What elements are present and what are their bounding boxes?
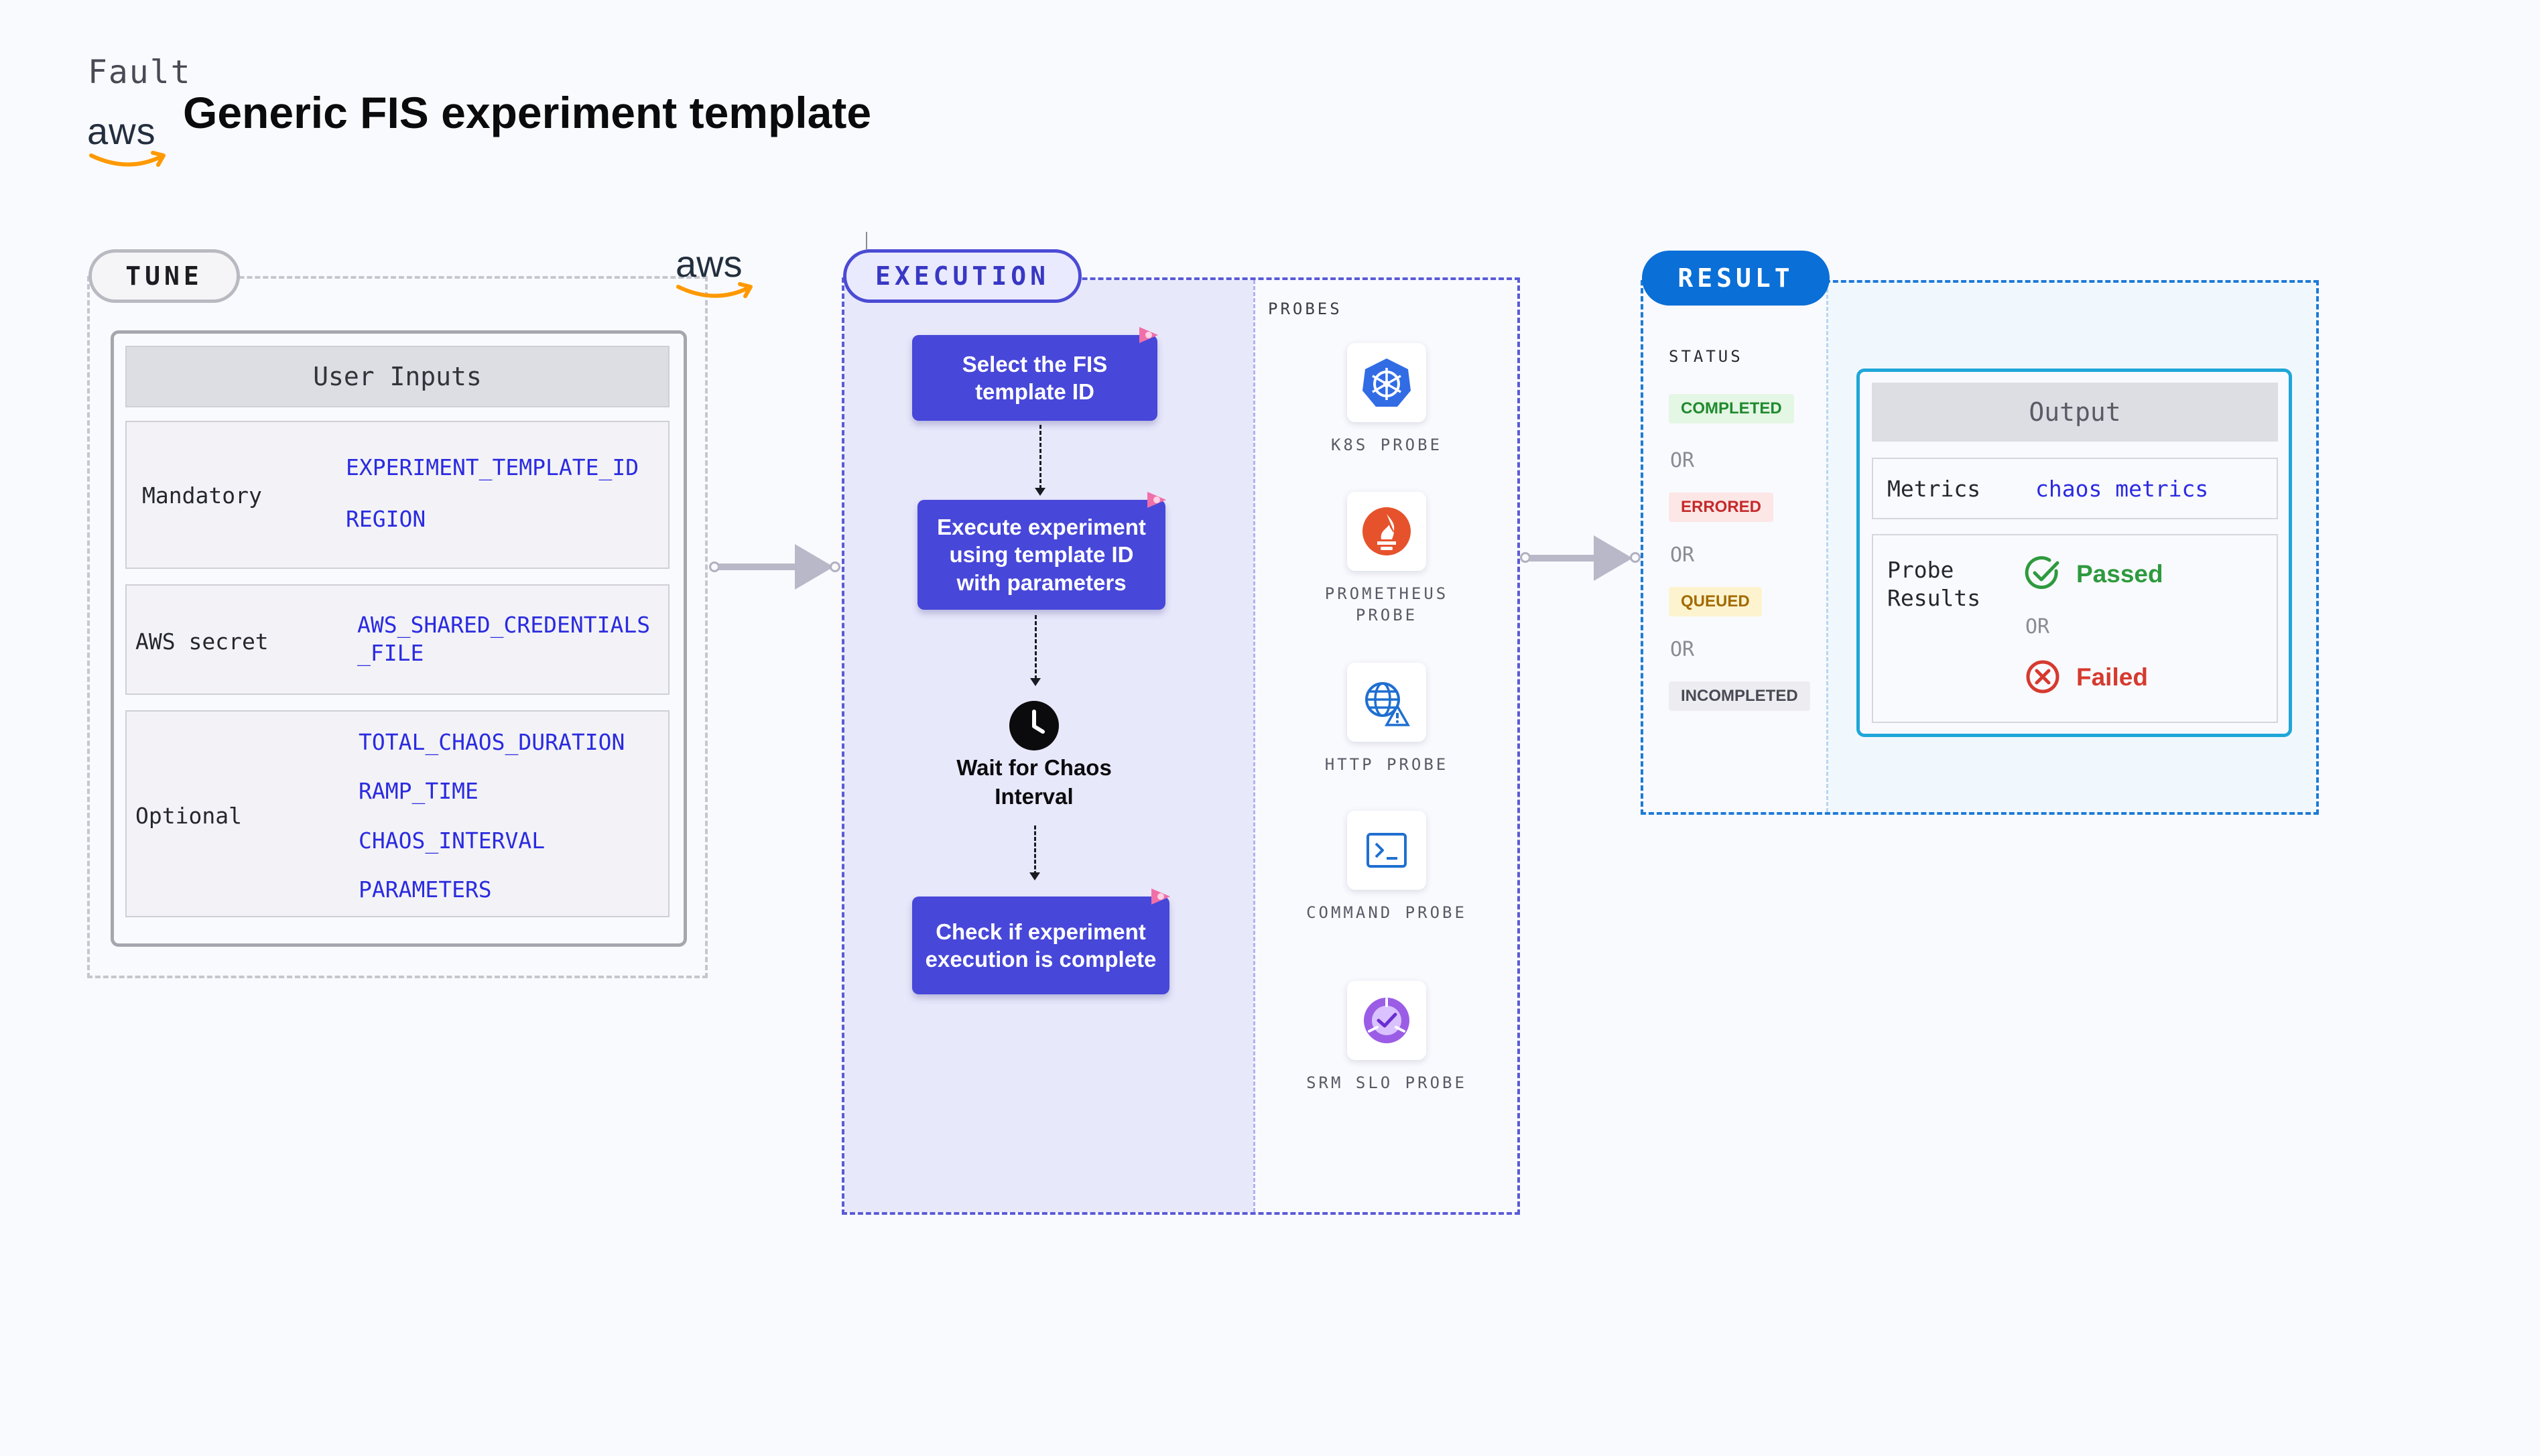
- param-aws-shared-credentials: AWS_SHARED_CREDENTIALS: [357, 612, 651, 638]
- probe-label-k8s: K8S PROBE: [1330, 436, 1443, 454]
- flow-arrowhead: [1030, 678, 1041, 686]
- execution-steps-area: [844, 280, 1253, 1212]
- slo-icon: [1347, 981, 1426, 1060]
- kubernetes-icon: [1347, 343, 1426, 422]
- chaos-badge-icon: [1151, 888, 1170, 905]
- status-badge-errored: ERRORED: [1669, 492, 1774, 522]
- connector-arrowhead: [795, 544, 834, 590]
- optional-label: Optional: [135, 803, 242, 829]
- param-ramp-time: RAMP_TIME: [359, 778, 479, 804]
- param-total-chaos-duration: TOTAL_CHAOS_DURATION: [359, 729, 625, 755]
- step-select-template: Select the FIS template ID: [912, 335, 1157, 421]
- connector-arrowhead: [1594, 535, 1633, 581]
- flow-line: [1039, 425, 1041, 489]
- metrics-label: Metrics: [1887, 476, 1981, 502]
- result-label: RESULT: [1642, 251, 1830, 306]
- execution-divider: [1253, 280, 1255, 1212]
- param-chaos-interval: CHAOS_INTERVAL: [359, 828, 546, 854]
- decorative-tick: [866, 232, 867, 249]
- globe-icon: [1347, 663, 1426, 742]
- aws-logo-icon: aws: [676, 245, 755, 303]
- probe-label-command: COMMAND PROBE: [1306, 903, 1467, 922]
- param-aws-shared-credentials-file: _FILE: [357, 640, 424, 666]
- probe-results-row: [1872, 534, 2278, 723]
- chaos-badge-icon: [1147, 492, 1166, 508]
- tune-label: TUNE: [88, 249, 240, 303]
- prometheus-icon: [1347, 492, 1426, 571]
- or-separator: OR: [1670, 543, 1695, 567]
- status-badge-queued: QUEUED: [1669, 587, 1762, 616]
- check-circle-icon: [2025, 556, 2059, 589]
- metrics-value: chaos metrics: [2035, 476, 2209, 502]
- or-separator: OR: [1670, 638, 1695, 661]
- param-parameters: PARAMETERS: [359, 876, 492, 903]
- probe-label-srm-slo: SRM SLO PROBE: [1306, 1073, 1467, 1092]
- param-experiment-template-id: EXPERIMENT_TEMPLATE_ID: [346, 454, 639, 480]
- terminal-icon: [1347, 811, 1426, 890]
- page-title: Generic FIS experiment template: [183, 88, 872, 137]
- connector-end-dot: [1630, 552, 1641, 563]
- user-inputs-title: User Inputs: [125, 346, 670, 407]
- x-circle-icon: [2026, 660, 2059, 693]
- connector-line: [718, 564, 798, 570]
- mandatory-label: Mandatory: [142, 482, 262, 509]
- status-badge-completed: COMPLETED: [1669, 394, 1794, 423]
- step-execute-experiment: Execute experiment using template ID wit…: [917, 500, 1165, 610]
- passed-label: Passed: [2076, 560, 2163, 588]
- flow-arrowhead: [1029, 872, 1040, 880]
- param-region: REGION: [346, 506, 426, 532]
- connector-end-dot: [830, 561, 840, 572]
- optional-group: [125, 710, 670, 917]
- clock-icon: [1009, 701, 1059, 750]
- status-title: STATUS: [1669, 347, 1743, 366]
- or-separator: OR: [2025, 615, 2050, 639]
- mandatory-group: [125, 421, 670, 569]
- metrics-row: [1872, 458, 2278, 519]
- failed-label: Failed: [2076, 663, 2148, 691]
- execution-section: [842, 277, 1520, 1215]
- output-title: Output: [1872, 383, 2278, 442]
- flow-line: [1034, 825, 1036, 875]
- status-column: [1643, 283, 1828, 812]
- tune-section: [87, 276, 708, 978]
- flow-arrowhead: [1035, 488, 1045, 496]
- probe-label-http: HTTP PROBE: [1324, 755, 1449, 774]
- probe-results-label: Probe Results: [1887, 557, 1981, 611]
- flow-line: [1035, 615, 1037, 679]
- chaos-badge-icon: [1139, 327, 1158, 343]
- aws-secret-group: [125, 584, 670, 695]
- status-badge-incompleted: INCOMPLETED: [1669, 681, 1810, 711]
- step-wait-chaos-interval: Wait for Chaos Interval: [956, 755, 1112, 809]
- probe-label-prometheus: PROMETHEUS PROBE: [1324, 584, 1449, 625]
- execution-label: EXECUTION: [843, 249, 1082, 303]
- connector-line: [1529, 555, 1596, 561]
- fault-label: Fault: [88, 54, 192, 91]
- probes-title: PROBES: [1268, 300, 1342, 318]
- aws-logo-icon: aws: [87, 113, 168, 172]
- aws-secret-label: AWS secret: [135, 628, 269, 655]
- or-separator: OR: [1670, 449, 1695, 472]
- step-check-completion: Check if experiment execution is complet…: [912, 897, 1169, 994]
